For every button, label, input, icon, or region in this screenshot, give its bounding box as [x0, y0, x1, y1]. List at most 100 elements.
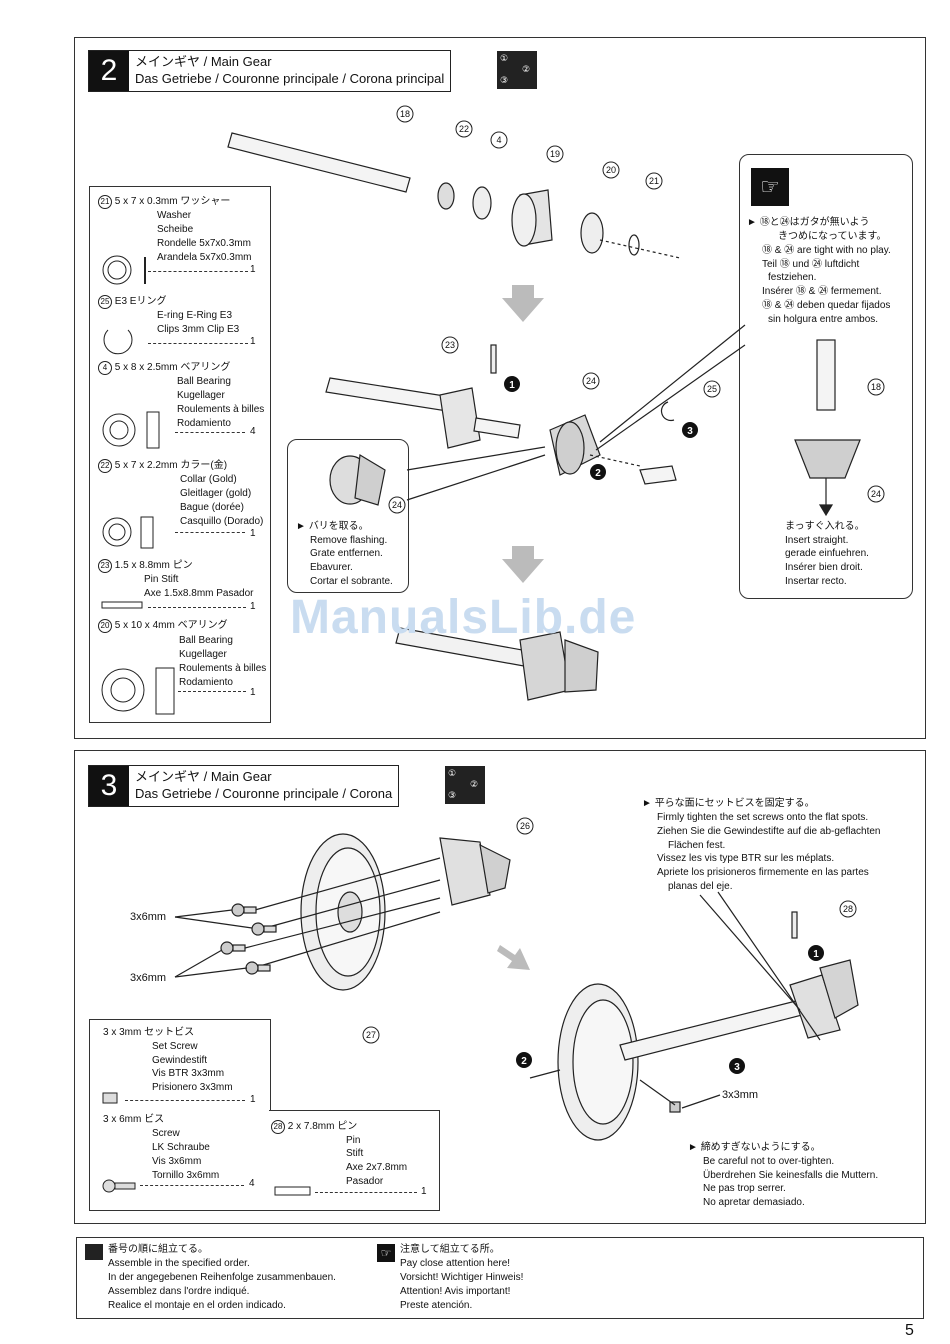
tight-note: festziehen. [768, 272, 817, 283]
part-number: 22 [98, 459, 112, 473]
part-qty: 1 [250, 336, 256, 347]
legend-left: Assemblez dans l'ordre indiqué. [108, 1286, 250, 1297]
page-number: 5 [905, 1322, 914, 1339]
part-qty: 4 [250, 426, 256, 437]
part-spec: E3 [114, 296, 128, 307]
screw-label: 3x6mm [130, 911, 167, 923]
legend-left: Realice el montaje en el orden indicado. [108, 1300, 286, 1311]
part-name: Clips 3mm Clip E3 [157, 324, 240, 335]
step-2-parts-list: 21 5 x 7 x 0.3mm ワッシャー Washer Scheibe Ro… [89, 186, 271, 723]
straight-note: Insert straight. [785, 535, 849, 546]
step-3-title: メインギヤ / Main Gear Das Getriebe / Couronn… [129, 766, 398, 806]
part-name: Arandela 5x7x0.3mm [157, 252, 252, 263]
tight-note: Teil ⑱ und ㉔ luftdicht [762, 259, 860, 270]
part-qty: 1 [250, 528, 256, 539]
step-3-header: 3 メインギヤ / Main Gear Das Getriebe / Couro… [88, 765, 400, 807]
part-qty: 1 [250, 1094, 256, 1105]
step-2-title: メインギヤ / Main Gear Das Getriebe / Couronn… [129, 51, 450, 91]
part-name: Kugellager [179, 649, 227, 660]
part-qty: 1 [250, 687, 256, 698]
step-2-title-line1: メインギヤ / Main Gear [135, 54, 272, 69]
legend-right: Attention! Avis important! [400, 1286, 511, 1297]
tight-note: sin holgura entre ambos. [768, 314, 879, 325]
part-spec: 5 x 7 x 2.2mm [114, 460, 178, 471]
part-name: Ball Bearing [179, 635, 233, 646]
straight-note: Insérer bien droit. [785, 562, 863, 573]
overtighten-note: Ne pas trop serrer. [703, 1183, 786, 1194]
part-qty: 1 [250, 264, 256, 275]
tight-note: Insérer ⑱ & ㉔ fermement. [762, 286, 882, 297]
part-qty: 4 [249, 1178, 255, 1189]
straight-note: Insertar recto. [785, 576, 847, 587]
part-name: LK Schraube [152, 1142, 210, 1153]
attention-icon: ☞ [377, 1244, 395, 1262]
flash-note: Cortar el sobrante. [310, 576, 393, 587]
step-3-title-line2: Das Getriebe / Couronne principale / Cor… [135, 786, 393, 801]
setscrew-note: Firmly tighten the set screws onto the f… [657, 812, 869, 823]
part-spec: 3 x 3mm セットビス [103, 1027, 195, 1038]
part-name: Vis 3x6mm [152, 1156, 202, 1167]
overtighten-note: Be careful not to over-tighten. [703, 1156, 835, 1167]
part-name: Pasador [346, 1176, 384, 1187]
part-name: Pin Stift [144, 574, 179, 585]
attention-icon: ☞ [751, 168, 789, 206]
part-name: Rodamiento [179, 677, 233, 688]
part-name: Gewindestift [152, 1055, 208, 1066]
step-3-number: 3 [89, 766, 129, 806]
part-name-jp: ピン [172, 560, 193, 571]
part-spec: 5 x 7 x 0.3mm [114, 196, 178, 207]
step-3-parts-list [89, 1019, 271, 1211]
tight-note: ► ⑱と㉔はガタが無いよう [747, 217, 870, 228]
part-number: 20 [98, 619, 112, 633]
setscrew-note: planas del eje. [668, 881, 733, 892]
part-name: Gleitlager (gold) [180, 488, 252, 499]
flash-note: Ebavurer. [310, 562, 353, 573]
part-qty: 1 [421, 1186, 427, 1197]
part-name: Casquillo (Dorado) [180, 516, 264, 527]
legend-left: In der angegebenen Reihenfolge zusammenb… [108, 1272, 336, 1283]
part-name: Rodamiento [177, 418, 231, 429]
part-name: Tornillo 3x6mm [152, 1170, 220, 1181]
part-spec: 1.5 x 8.8mm [114, 560, 170, 571]
legend-right: Pay close attention here! [400, 1258, 511, 1269]
part-name: Ball Bearing [177, 376, 231, 387]
part-name: Pin [346, 1135, 361, 1146]
part-number: 25 [98, 295, 112, 309]
part-name: Scheibe [157, 224, 194, 235]
part-name-jp: Eリング [129, 296, 167, 307]
part-name: Vis BTR 3x3mm [152, 1068, 225, 1079]
part-name: Roulements à billes [177, 404, 265, 415]
tight-note: ⑱ & ㉔ are tight with no play. [762, 245, 891, 256]
tight-note: ⑱ & ㉔ deben quedar fijados [762, 300, 891, 311]
part-name: Stift [346, 1148, 364, 1159]
part-name: Axe 1.5x8.8mm Pasador [144, 588, 254, 599]
legend-left: Assemble in the specified order. [108, 1258, 250, 1269]
step-2-header: 2 メインギヤ / Main Gear Das Getriebe / Couro… [88, 50, 452, 92]
legend-left: 番号の順に組立てる。 [108, 1244, 208, 1255]
part-name: Prisionero 3x3mm [152, 1082, 233, 1093]
flash-note-jp: ► バリを取る。 [296, 521, 369, 532]
part-spec: 28 2 x 7.8mm ピン [271, 1120, 357, 1134]
watermark: ManualsLib.de [290, 591, 637, 644]
sequence-order-icon [85, 1244, 103, 1260]
part-name: Collar (Gold) [180, 474, 237, 485]
part-spec: 5 x 8 x 2.5mm [114, 362, 178, 373]
setscrew-note: Flächen fest. [668, 840, 726, 851]
part-name-jp: ワッシャー [180, 196, 231, 207]
part-name: Bague (dorée) [180, 502, 244, 513]
setscrew-note: Apriete los prisioneros firmemente en la… [657, 867, 869, 878]
straight-note: まっすぐ入れる。 [785, 521, 865, 532]
setscrew-note: ► 平らな面にセットビスを固定する。 [642, 798, 815, 809]
part-name-jp: ベアリング [180, 362, 231, 373]
straight-note: gerade einfuehren. [785, 548, 869, 559]
screw-label: 3x6mm [130, 972, 167, 984]
part-spec: 5 x 10 x 4mm [114, 620, 175, 631]
step-2-title-line2: Das Getriebe / Couronne principale / Cor… [135, 71, 445, 86]
part-name-jp: ベアリング [177, 620, 228, 631]
legend-footer [76, 1237, 924, 1319]
step-3-title-line1: メインギヤ / Main Gear [135, 769, 272, 784]
part-name: E-ring E-Ring E3 [157, 310, 233, 321]
overtighten-note: No apretar demasiado. [703, 1197, 805, 1208]
part-name: Rondelle 5x7x0.3mm [157, 238, 251, 249]
